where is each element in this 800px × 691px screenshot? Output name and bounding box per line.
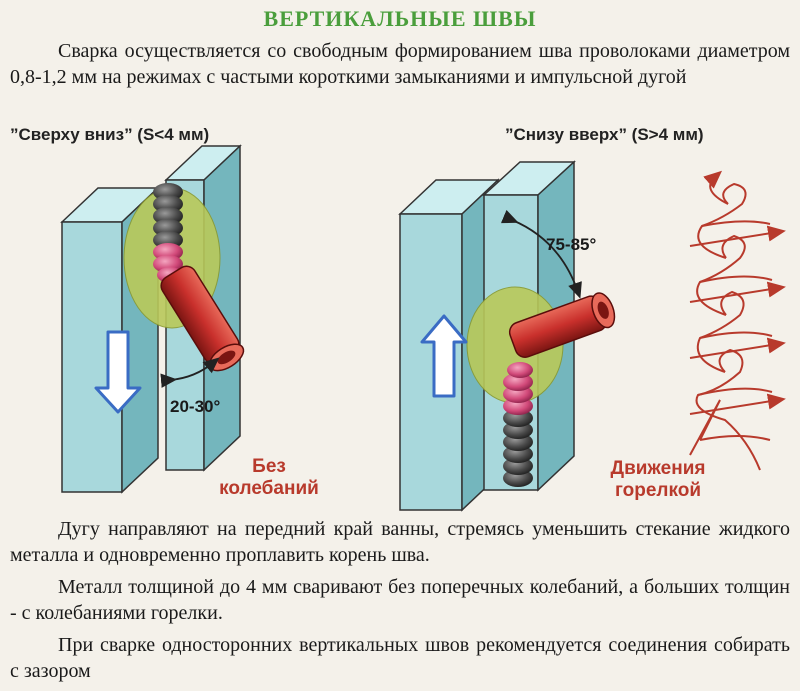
- left-caption-line-2: колебаний: [219, 478, 319, 499]
- right-angle-label: 75-85°: [546, 235, 596, 254]
- right-angle-arc: [500, 209, 582, 299]
- right-heading: ”Снизу вверх” (S>4 мм): [505, 125, 704, 144]
- left-caption-line-1: Без: [252, 456, 286, 477]
- left-angle-label: 20-30°: [170, 397, 220, 416]
- torch-motion-spiral-icon: [689, 170, 786, 471]
- paragraph-3: При сварке односторонних вертикальных шв…: [10, 634, 790, 682]
- right-weld-bead: [503, 362, 533, 487]
- left-angle-arc: [160, 357, 220, 388]
- right-caption-line-1: Движения: [610, 458, 706, 479]
- left-plates: [60, 144, 242, 494]
- intro-paragraph: Сварка осуществляется со свободным форми…: [10, 40, 790, 88]
- left-weld-bead: [153, 183, 183, 283]
- up-arrow-icon: [420, 314, 468, 398]
- right-torch: [508, 292, 616, 358]
- left-caption: Без колебаний: [204, 456, 334, 500]
- paragraph-2: Металл толщиной до 4 мм сваривают без по…: [10, 576, 790, 624]
- down-arrow-icon: [94, 330, 142, 414]
- page-title: ВЕРТИКАЛЬНЫЕ ШВЫ: [263, 6, 537, 31]
- right-caption: Движения горелкой: [588, 458, 728, 502]
- paragraph-1: Дугу направляют на передний край ванны, …: [10, 518, 790, 566]
- right-caption-line-2: горелкой: [614, 480, 702, 501]
- left-heading: ”Сверху вниз” (S<4 мм): [10, 125, 210, 144]
